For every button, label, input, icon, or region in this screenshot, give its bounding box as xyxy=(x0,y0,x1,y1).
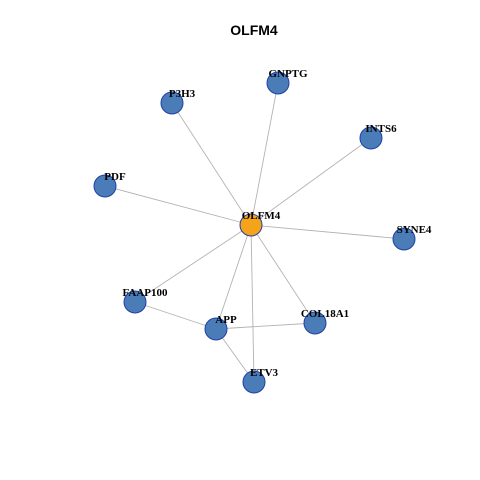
edge-olfm4-gnptg xyxy=(250,82,279,226)
node-faap100 xyxy=(123,290,147,314)
node-col18a1 xyxy=(303,311,327,335)
edge-faap100-app xyxy=(134,301,217,330)
node-app xyxy=(204,317,228,341)
node-olfm4 xyxy=(239,213,263,237)
edge-olfm4-col18a1 xyxy=(250,224,316,324)
node-label-col18a1: COL18A1 xyxy=(301,308,349,320)
edge-app-col18a1 xyxy=(215,322,316,330)
node-label-pdf: PDF xyxy=(104,171,126,183)
node-label-olfm4: OLFM4 xyxy=(242,210,281,222)
node-pdf xyxy=(93,174,117,198)
node-layer xyxy=(93,71,416,394)
edge-olfm4-app xyxy=(215,224,252,330)
node-label-gnptg: GNPTG xyxy=(268,68,308,80)
edge-olfm4-faap100 xyxy=(134,224,252,303)
edge-olfm4-etv3 xyxy=(250,224,255,383)
edge-olfm4-p3h3 xyxy=(171,102,252,226)
node-p3h3 xyxy=(160,91,184,115)
node-label-app: APP xyxy=(215,314,237,326)
node-label-ints6: INTS6 xyxy=(365,123,397,135)
node-label-syne4: SYNE4 xyxy=(397,224,432,236)
edge-olfm4-pdf xyxy=(104,185,252,226)
edge-olfm4-syne4 xyxy=(250,224,405,240)
node-gnptg xyxy=(266,71,290,95)
node-label-etv3: ETV3 xyxy=(250,367,279,379)
node-ints6 xyxy=(359,126,383,150)
diagram-title: OLFM4 xyxy=(230,22,278,38)
node-etv3 xyxy=(242,370,266,394)
node-label-p3h3: P3H3 xyxy=(169,88,196,100)
edge-olfm4-ints6 xyxy=(250,137,372,226)
node-syne4 xyxy=(392,227,416,251)
node-label-faap100: FAAP100 xyxy=(122,287,168,299)
